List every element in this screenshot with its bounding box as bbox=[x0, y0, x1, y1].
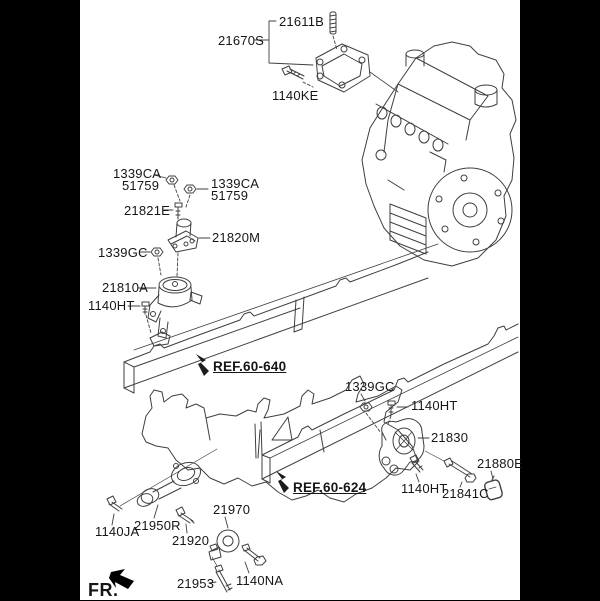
part-1140ja-bolt bbox=[106, 495, 123, 512]
callout-1140na: 1140NA bbox=[236, 573, 284, 588]
part-21611b-stud bbox=[329, 11, 337, 35]
fr-direction-arrow-icon bbox=[109, 569, 134, 589]
callout-1140ht-1: 1140HT bbox=[88, 298, 135, 313]
diagram-canvas bbox=[80, 0, 520, 600]
callout-1140ht-2: 1140HT bbox=[411, 398, 458, 413]
part-21953-bolt bbox=[214, 564, 233, 593]
part-1140ht-bolt-2 bbox=[387, 400, 396, 416]
callout-21970: 21970 bbox=[213, 502, 251, 517]
ref-60-624-arrow-icon bbox=[276, 471, 293, 493]
part-1140ht-bolt-1 bbox=[141, 301, 150, 315]
fr-direction-label: FR. bbox=[88, 580, 119, 600]
ref-label-60-640: REF.60-640 bbox=[213, 359, 287, 374]
callout-21880e: 21880E bbox=[477, 456, 524, 471]
part-1140ht-bolt-3 bbox=[409, 454, 424, 473]
callout-1339ca-2: 1339CA bbox=[211, 176, 260, 191]
callout-21950r: 21950R bbox=[134, 518, 181, 533]
ref-60-640-arrow-icon bbox=[196, 354, 213, 376]
ref-label-60-624: REF.60-624 bbox=[293, 480, 367, 495]
callout-51759-1: 51759 bbox=[122, 178, 160, 193]
callout-1339gc-1: 1339GC bbox=[98, 245, 148, 260]
front-side-member bbox=[123, 243, 439, 394]
callout-1140ja: 1140JA bbox=[95, 524, 140, 539]
callout-51759-2: 51759 bbox=[211, 188, 249, 203]
callout-1140ke: 1140KE bbox=[272, 88, 319, 103]
callout-21830: 21830 bbox=[431, 430, 469, 445]
callout-21920: 21920 bbox=[172, 533, 210, 548]
rear-side-member bbox=[261, 323, 519, 484]
callout-21670s: 21670S bbox=[218, 33, 265, 48]
callout-1339ca-1: 1339CA bbox=[113, 166, 162, 181]
callout-1339gc-2: 1339GC bbox=[345, 379, 395, 394]
part-1339ca-nut-1 bbox=[165, 175, 179, 185]
callout-21611b: 21611B bbox=[279, 14, 325, 29]
part-21950r-roll-rod bbox=[136, 461, 202, 507]
part-1339gc-nut-2 bbox=[359, 402, 373, 412]
part-1140na-bolt bbox=[241, 543, 267, 566]
part-21821e-bolt bbox=[174, 202, 183, 220]
part-21810a-mount bbox=[147, 276, 203, 339]
callout-21841c: 21841C bbox=[442, 486, 489, 501]
leader-lines bbox=[111, 20, 494, 584]
part-1140ke-bolt bbox=[281, 65, 305, 80]
part-21830-mount bbox=[378, 418, 425, 476]
callout-21810a: 21810A bbox=[102, 280, 149, 295]
part-21670s-bracket bbox=[315, 43, 399, 93]
part-21841c-bolt bbox=[443, 457, 477, 483]
engine-drawing bbox=[361, 41, 517, 267]
callout-21821e: 21821E bbox=[124, 203, 171, 218]
part-1339ca-nut-2 bbox=[183, 184, 197, 194]
part-1339gc-nut-1 bbox=[150, 247, 164, 257]
part-21820m-bracket bbox=[167, 218, 199, 253]
part-21920-bolt bbox=[175, 506, 195, 524]
part-21970-bushing bbox=[208, 529, 240, 561]
callout-21953: 21953 bbox=[177, 576, 215, 591]
callout-1140ht-3: 1140HT bbox=[401, 481, 448, 496]
callout-21820m: 21820M bbox=[212, 230, 261, 245]
